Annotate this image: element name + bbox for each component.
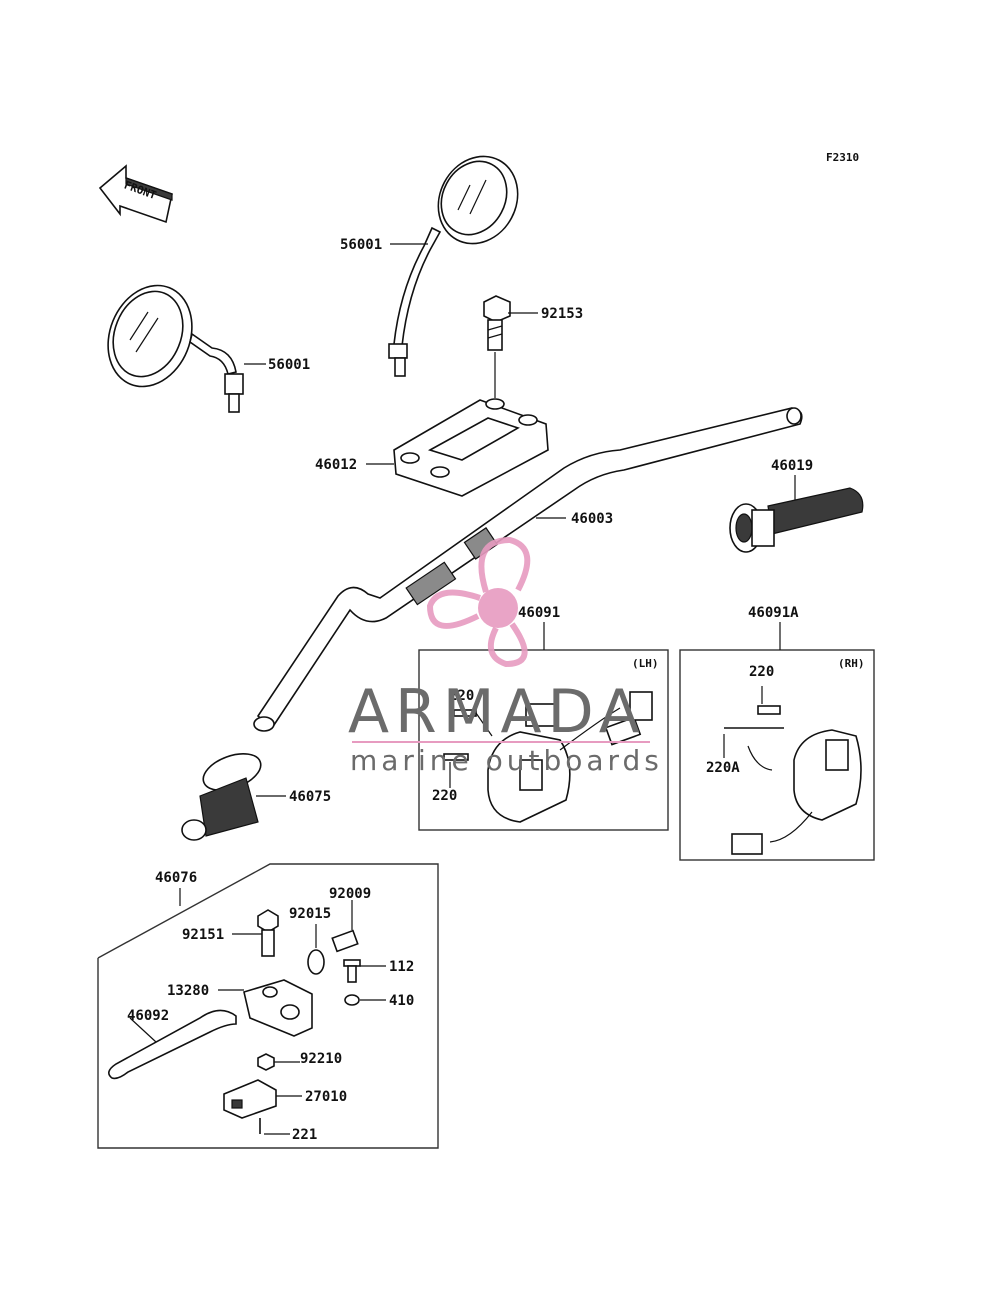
handlebar-46003: [253, 407, 803, 732]
rh-screw-long: [723, 727, 784, 758]
callout-92151: 92151: [182, 927, 224, 943]
lh-side-label: (LH): [632, 657, 659, 670]
screw-112: [343, 959, 386, 983]
callout-92009: 92009: [329, 886, 371, 902]
figure-code: F2310: [826, 151, 859, 164]
nut-92210: [257, 1053, 300, 1071]
nut-92015: [307, 924, 325, 975]
front-arrow-icon: FRONT: [98, 164, 173, 224]
lh-switch-housing: [487, 691, 653, 823]
callout-46075: 46075: [289, 789, 331, 805]
rh-side-label: (RH): [838, 657, 865, 670]
rh-switch-box: [679, 649, 875, 861]
callout-221: 221: [292, 1127, 317, 1143]
lh-screw-top: [453, 709, 493, 737]
bracket-13280: [218, 979, 313, 1037]
callout-56001-upper: 56001: [340, 237, 382, 253]
callout-112: 112: [389, 959, 414, 975]
rh-screw-top: [757, 686, 781, 715]
bolt-92153: [483, 295, 538, 398]
lever-46092: [108, 1009, 237, 1080]
callout-92015: 92015: [289, 906, 331, 922]
lh-screw-bottom: [443, 753, 469, 788]
rh-switch-housing: [731, 729, 862, 855]
callout-13280: 13280: [167, 983, 209, 999]
mirror-left: [107, 284, 266, 413]
callout-410: 410: [389, 993, 414, 1009]
callout-46091: 46091: [518, 605, 560, 621]
callout-46003: 46003: [571, 511, 613, 527]
callout-46091a: 46091A: [748, 605, 799, 621]
propeller-logo-icon: [426, 536, 531, 668]
watermark-brand: ARMADA: [348, 677, 646, 747]
callout-220a: 220A: [706, 760, 740, 776]
switch-27010: [223, 1079, 302, 1119]
callout-220-rh-top: 220: [749, 664, 774, 680]
handlebar-holder-46012: [366, 398, 549, 497]
grip-46019: [729, 475, 864, 553]
lever-assy-box: [97, 863, 439, 1149]
callout-220-lh-bottom: 220: [432, 788, 457, 804]
callout-92210: 92210: [300, 1051, 342, 1067]
callout-220-lh-top: 220: [449, 688, 474, 704]
callout-56001-left: 56001: [268, 357, 310, 373]
callout-27010: 27010: [305, 1089, 347, 1105]
grip-46075: [181, 752, 286, 841]
callout-92153: 92153: [541, 306, 583, 322]
callout-46092: 46092: [127, 1008, 169, 1024]
callout-46019: 46019: [771, 458, 813, 474]
bolt-92151: [232, 909, 279, 957]
screw-221: [259, 1118, 290, 1135]
washer-410: [344, 994, 386, 1006]
callout-46012: 46012: [315, 457, 357, 473]
mirror-upper: [388, 155, 519, 377]
callout-46076: 46076: [155, 870, 197, 886]
watermark-tagline: marine outboards: [350, 744, 663, 777]
adjuster-92009: [331, 900, 359, 953]
